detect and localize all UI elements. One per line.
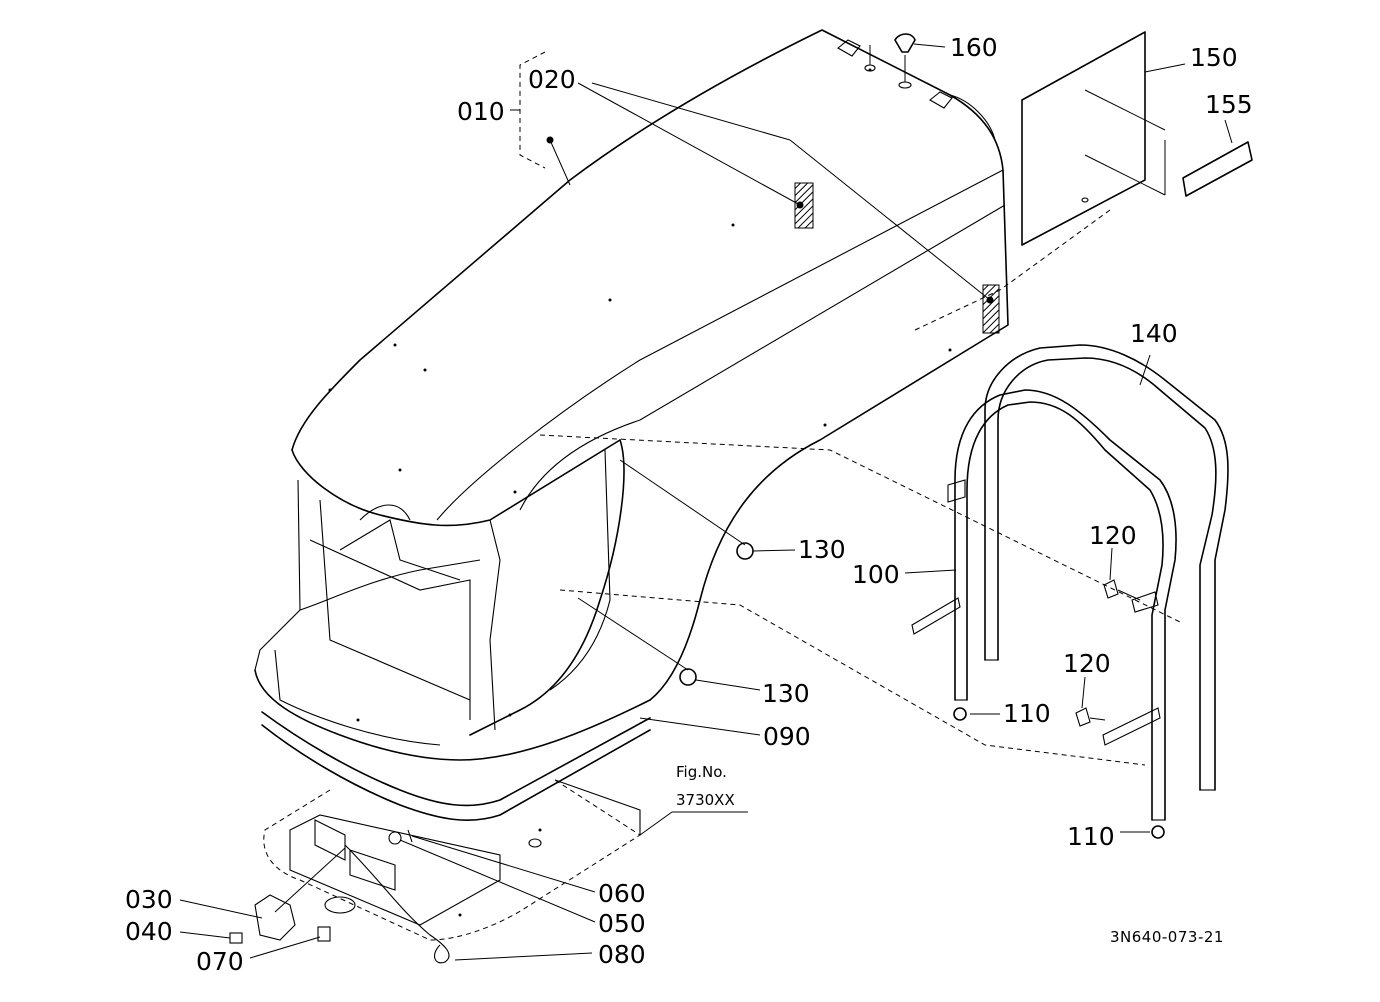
rod-080	[344, 844, 450, 964]
pin-060	[407, 829, 413, 843]
label-070: 070	[196, 947, 244, 976]
label-120-a: 120	[1089, 521, 1137, 550]
latch-plate	[254, 894, 296, 941]
label-155: 155	[1205, 90, 1253, 119]
bolt-120-b	[1075, 707, 1091, 727]
label-110-b: 110	[1067, 822, 1115, 851]
drawing-code: 3N640-073-21	[1110, 928, 1224, 946]
panel-150	[1021, 31, 1146, 246]
label-050: 050	[598, 909, 646, 938]
handle-frame-outer	[984, 344, 1229, 791]
label-120-b: 120	[1063, 649, 1111, 678]
bump-stop-lower	[679, 668, 697, 686]
bolt-120-a	[1103, 579, 1119, 599]
bump-stop-upper	[736, 542, 754, 560]
label-040: 040	[125, 917, 173, 946]
label-090: 090	[763, 722, 811, 751]
label-010: 010	[457, 97, 505, 126]
knob-160	[894, 33, 916, 53]
part-labels: 010 020 030 040 050 060 070 080 090 100 …	[125, 33, 1253, 976]
skirt-rubber-lower	[261, 724, 651, 821]
nut-110-b	[1151, 825, 1165, 839]
label-080: 080	[598, 940, 646, 969]
label-100: 100	[852, 560, 900, 589]
figure-ref-title: Fig.No.	[676, 763, 727, 781]
label-030: 030	[125, 885, 173, 914]
label-110-a: 110	[1003, 699, 1051, 728]
washer-050	[388, 831, 402, 845]
figure-ref-number: 3730XX	[676, 791, 735, 809]
label-130-a: 130	[798, 535, 846, 564]
label-150: 150	[1190, 43, 1238, 72]
label-140: 140	[1130, 319, 1178, 348]
label-060: 060	[598, 879, 646, 908]
bonnet-body	[254, 29, 1181, 766]
skirt-rubber	[261, 711, 651, 807]
label-160: 160	[950, 33, 998, 62]
under-plate	[263, 779, 641, 941]
bolt-070	[317, 926, 331, 942]
nut-110-a	[953, 707, 967, 721]
strip-155	[1182, 141, 1253, 197]
decal-side	[982, 284, 1000, 334]
bolt-040	[229, 932, 243, 944]
label-020: 020	[528, 65, 576, 94]
decal-top	[794, 182, 814, 229]
label-130-b: 130	[762, 679, 810, 708]
handle-frame-inner	[954, 389, 1177, 821]
leader-lines	[179, 43, 1233, 961]
